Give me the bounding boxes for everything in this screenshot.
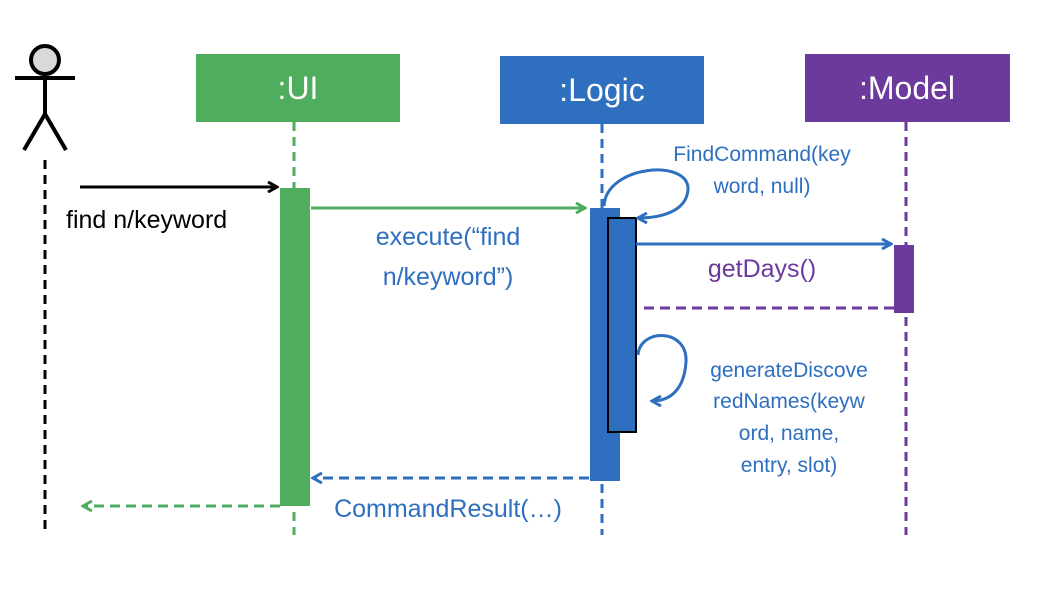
execute-message-label-line2: n/keyword”) [383,263,514,291]
find-command-self-arrow [602,168,690,218]
model-participant-box [805,54,1010,122]
generate-names-label-line1: generateDiscove [710,359,868,382]
model-participant-label: :Model [859,70,955,106]
command-result-label: CommandResult(…) [334,495,562,523]
ui-activation-bar [280,188,310,506]
find-command-label-line1: FindCommand(key [673,143,851,166]
logic-participant-label: :Logic [559,72,644,108]
generate-names-self-arrow [636,334,688,401]
ui-participant-label: :UI [278,70,319,106]
find-command-label-line2: word, null) [713,175,811,198]
generate-names-label-line2: redNames(keyw [713,390,866,413]
execute-message-label-line1: execute(“find [376,223,521,251]
actor-icon [15,44,75,152]
get-days-message-label: getDays() [708,255,816,283]
model-activation-bar [894,245,914,313]
ui-participant-box [196,54,400,122]
generate-names-label-line3: ord, name, [739,422,839,445]
logic-participant-box [500,56,704,124]
find-message-label: find n/keyword [66,206,227,234]
generate-names-label-line4: entry, slot) [741,454,837,477]
logic-nested-activation-bar [607,217,637,433]
